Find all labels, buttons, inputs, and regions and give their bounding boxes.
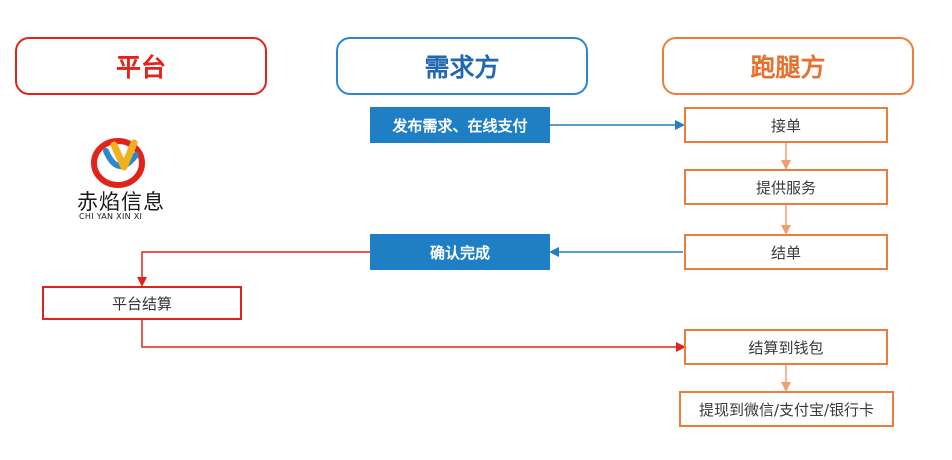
arrow-confirm-to-settle bbox=[137, 251, 370, 287]
step-withdraw: 提现到微信/支付宝/银行卡 bbox=[679, 391, 894, 427]
arrow-settle-to-wallet bbox=[141, 320, 686, 352]
step-platform-settle-label: 平台结算 bbox=[111, 294, 172, 313]
chiyan-logo-icon bbox=[91, 138, 145, 188]
step-publish-pay: 发布需求、在线支付 bbox=[370, 107, 550, 143]
step-withdraw-label: 提现到微信/支付宝/银行卡 bbox=[698, 400, 875, 419]
step-platform-settle: 平台结算 bbox=[42, 286, 242, 320]
step-accept-label: 接单 bbox=[770, 116, 801, 135]
lane-header-runner: 跑腿方 bbox=[662, 37, 914, 95]
logo-name-cn: 赤焰信息 bbox=[77, 190, 165, 214]
step-confirm-complete-label: 确认完成 bbox=[429, 243, 490, 262]
lane-title-runner: 跑腿方 bbox=[750, 53, 826, 82]
step-settle-to-wallet: 结算到钱包 bbox=[684, 329, 888, 365]
step-finish-order: 结单 bbox=[684, 234, 888, 270]
step-provide-service: 提供服务 bbox=[684, 169, 888, 205]
step-accept: 接单 bbox=[684, 107, 888, 143]
step-provide-service-label: 提供服务 bbox=[755, 178, 816, 197]
step-confirm-complete: 确认完成 bbox=[370, 234, 550, 270]
lane-header-demand: 需求方 bbox=[336, 37, 588, 95]
step-publish-pay-label: 发布需求、在线支付 bbox=[392, 116, 528, 135]
lane-title-platform: 平台 bbox=[115, 53, 166, 82]
lane-title-demand: 需求方 bbox=[424, 53, 500, 82]
logo-name-en: CHI YAN XIN XI bbox=[79, 212, 143, 221]
lane-header-platform: 平台 bbox=[15, 37, 267, 95]
step-settle-to-wallet-label: 结算到钱包 bbox=[748, 338, 824, 357]
step-finish-order-label: 结单 bbox=[770, 243, 801, 262]
